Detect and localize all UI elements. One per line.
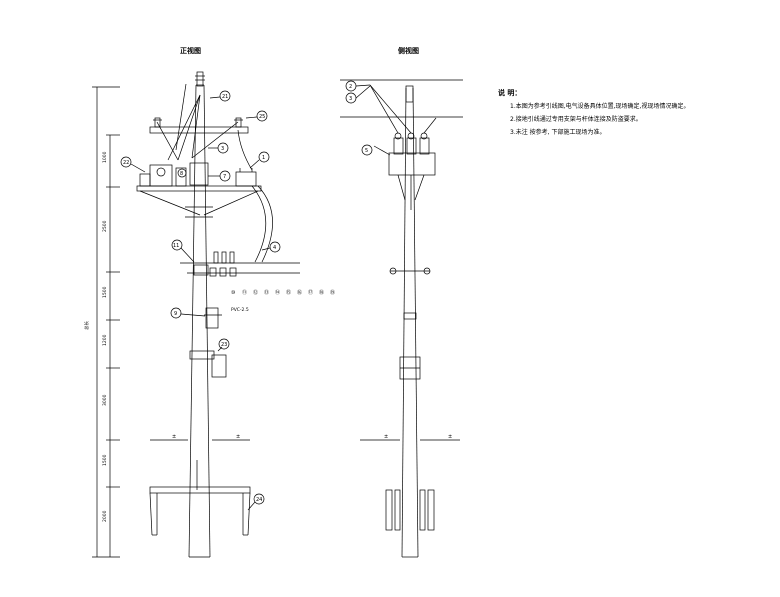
equipment-platform [136, 162, 262, 218]
front-foundation [149, 486, 251, 536]
dim-1-label: 1000 [102, 151, 108, 163]
lead-wires [156, 83, 253, 171]
callout-1 [258, 151, 270, 163]
callout-4 [269, 241, 281, 253]
upper-crossarm [149, 117, 249, 134]
callout-9 [170, 307, 182, 319]
svg-text:2: 2 [349, 84, 352, 90]
callout-7 [219, 170, 231, 182]
component-row-8: ⑱ [319, 289, 324, 296]
svg-text:3: 3 [349, 96, 352, 102]
component-row-3: ⑬ [264, 289, 269, 296]
notes-title: 说 明： [498, 89, 522, 97]
component-row-4: ⑭ [275, 289, 280, 296]
svg-text:21: 21 [222, 94, 228, 100]
component-row: ⑩ ⑪ ⑫ ⑬ ⑭ ⑮ ⑯ ⑰ ⑱ ⑲ PVC-2.5 [231, 289, 335, 313]
side-ground-right-mark: ± [448, 434, 452, 440]
side-pole [401, 85, 419, 558]
dim-5-label: 3000 [102, 394, 108, 406]
cable-arc [257, 185, 273, 263]
dim-7-label: 2000 [102, 510, 108, 522]
svg-text:7: 7 [223, 174, 226, 180]
component-row-7: ⑰ [308, 289, 313, 296]
callout-25 [256, 110, 268, 122]
side-switchgear [369, 84, 437, 210]
dim-2-label: 2500 [102, 220, 108, 232]
ground-right-mark: ± [236, 434, 240, 440]
mid-bracket [189, 307, 227, 378]
svg-text:25: 25 [259, 114, 265, 120]
component-row-0: ⑩ [231, 290, 236, 296]
lower-crossarm [180, 251, 300, 277]
dim-4-label: 1200 [102, 334, 108, 346]
side-foundation [385, 489, 435, 531]
component-row-5: ⑮ [286, 289, 291, 296]
callout-21 [219, 90, 231, 102]
front-view: 正视图 总长 1000 2500 1500 1200 3000 1500 200… [83, 46, 335, 558]
note-line-3: 3.未注 按参考, 下部施工现场为准。 [510, 129, 606, 136]
component-row-6: ⑯ [297, 289, 302, 296]
svg-text:3: 3 [221, 146, 224, 152]
side-view-title: 侧视图 [398, 46, 419, 55]
notes-block: 说 明： 1.本图为参考引线图,电气设备具体位置,现场确定,视现场情况确定。 2… [498, 87, 768, 139]
callout-11 [171, 239, 183, 251]
dim-6-label: 1500 [102, 454, 108, 466]
side-ground: ± ± [360, 434, 460, 441]
side-bracket [389, 267, 431, 380]
ground-left-mark: ± [172, 434, 176, 440]
side-callouts: 2 3 5 [345, 80, 373, 156]
note-line-1: 1.本图为参考引线图,电气设备具体位置,现场确定,视现场情况确定。 [510, 103, 690, 110]
component-row-2: ⑫ [253, 289, 258, 296]
svg-text:23: 23 [221, 342, 227, 348]
note-line-2: 2.接地引线通过专用支架与杆体连接及防盗要求。 [510, 116, 642, 123]
front-callouts: 21 25 22 8 3 7 1 11 4 [120, 90, 281, 511]
component-row-1: ⑪ [242, 289, 247, 296]
callout-8 [177, 168, 187, 178]
svg-text:24: 24 [256, 497, 262, 503]
callout-22 [120, 156, 132, 168]
svg-text:11: 11 [173, 243, 179, 249]
front-ground: ± ± [150, 434, 250, 441]
svg-text:1: 1 [262, 155, 265, 161]
side-ground-left-mark: ± [384, 434, 388, 440]
svg-text:4: 4 [273, 245, 276, 251]
svg-text:9: 9 [174, 311, 177, 317]
dimension-chain: 总长 1000 2500 1500 1200 3000 1500 2000 [83, 86, 120, 558]
front-pole [188, 84, 211, 558]
svg-text:22: 22 [123, 160, 129, 166]
dim-3-label: 1500 [102, 286, 108, 298]
svg-text:5: 5 [365, 148, 368, 154]
front-view-title: 正视图 [180, 46, 201, 55]
callout-23 [218, 338, 230, 350]
svg-text:8: 8 [180, 171, 183, 177]
component-row-9: ⑲ [330, 289, 335, 296]
side-view: 侧视图 [340, 46, 463, 558]
top-insulator [195, 71, 205, 87]
side-callout-5 [361, 144, 373, 156]
dim-total-label: 总长 [83, 321, 90, 330]
callout-24 [253, 493, 265, 505]
callout-3 [217, 142, 229, 154]
cable-text: PVC-2.5 [231, 307, 249, 313]
